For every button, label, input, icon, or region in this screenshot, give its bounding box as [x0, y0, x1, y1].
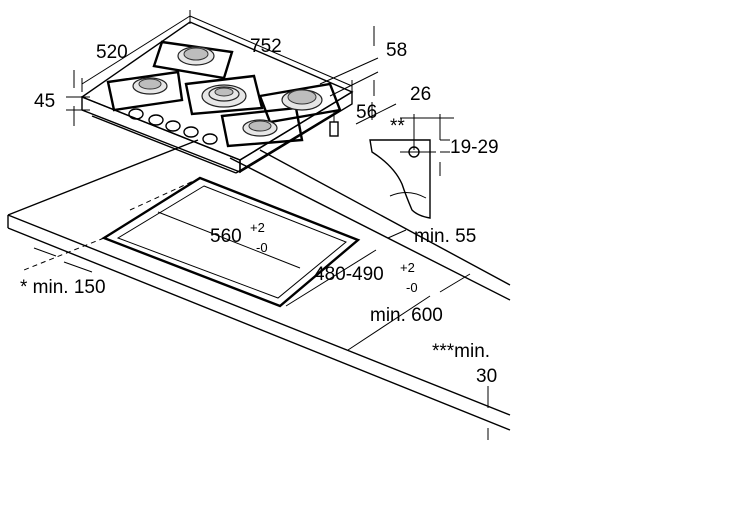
hob-depth-label: 520 [96, 42, 128, 63]
right-offset-bottom-label: 56 [356, 102, 377, 123]
hob-height-label: 45 [34, 91, 55, 112]
right-offset-top-label: 58 [386, 40, 407, 61]
burner-center-wok [201, 84, 247, 108]
burner-back-right [281, 89, 323, 111]
min-thickness-label: ***min. [432, 341, 490, 362]
min-front-label: * min. 150 [20, 277, 106, 298]
min-worktop-depth-label: min. 600 [370, 305, 443, 326]
control-knobs [128, 108, 218, 145]
cutout-width-value: 560 [210, 226, 242, 247]
min-thickness-value: 30 [476, 366, 497, 387]
cutout-width-tol-plus: +2 [250, 220, 265, 235]
hob-dimension-lines [66, 10, 397, 126]
burner-front-left [132, 77, 168, 95]
min-back-label: min. 55 [414, 226, 476, 247]
cutout-width-tol-minus: -0 [256, 240, 268, 255]
worktop [7, 139, 511, 431]
connector-detail [369, 114, 454, 219]
cutout [23, 176, 361, 308]
hob [80, 21, 354, 174]
cutout-dimension-lines [33, 211, 489, 440]
burner-front-right [242, 119, 278, 137]
cutout-depth-tol-plus: +2 [400, 260, 415, 275]
cutout-width-label: 560 [210, 226, 242, 247]
gas-connector [329, 110, 339, 137]
cutout-depth-label: 480-490 [314, 264, 384, 285]
cutout-depth-tol-minus: -0 [406, 280, 418, 295]
connector-width-label: 26 [410, 84, 431, 105]
connector-height-label: 19-29 [450, 137, 499, 158]
burner-back-left [177, 46, 215, 66]
hob-width-label: 752 [250, 36, 282, 57]
connector-marker-label: ** [390, 116, 405, 137]
pan-supports [106, 40, 342, 148]
